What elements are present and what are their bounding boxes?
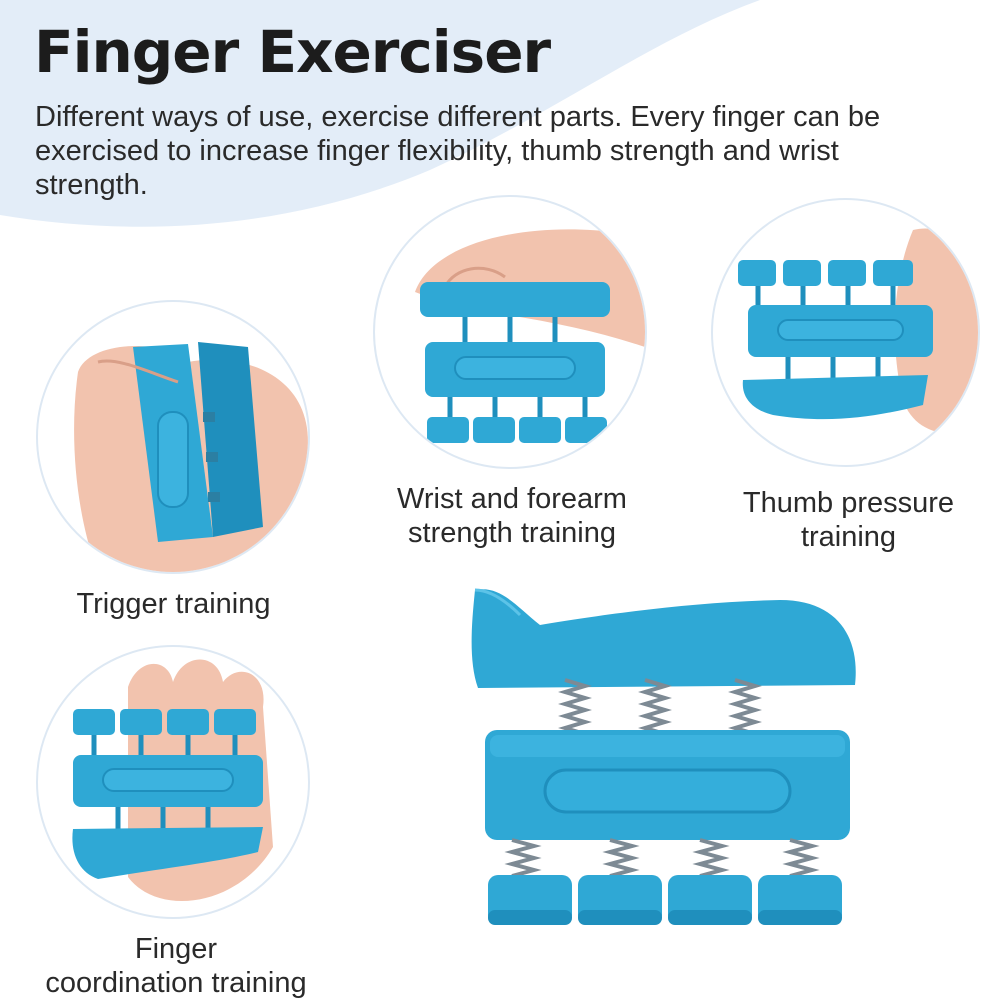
coordination-training-photo xyxy=(36,645,310,919)
body-groove xyxy=(543,768,792,814)
finger-exerciser-product xyxy=(471,588,856,925)
upper-springs xyxy=(558,678,762,736)
caption-wrist: Wrist and forearm strength training xyxy=(397,483,627,549)
wrist-training-photo xyxy=(373,195,647,469)
trigger-training-photo xyxy=(36,300,310,574)
trigger-piece xyxy=(471,589,856,688)
lower-springs xyxy=(504,838,820,878)
background-wave xyxy=(0,0,760,227)
thumb-training-photo xyxy=(711,198,980,467)
caption-trigger: Trigger training xyxy=(76,588,271,620)
page-title: Finger Exerciser xyxy=(34,18,551,86)
caption-thumb: Thumb pressure training xyxy=(742,487,955,553)
page-subtitle: Different ways of use, exercise differen… xyxy=(35,101,881,201)
caption-coordination: Finger coordination training xyxy=(45,933,307,999)
